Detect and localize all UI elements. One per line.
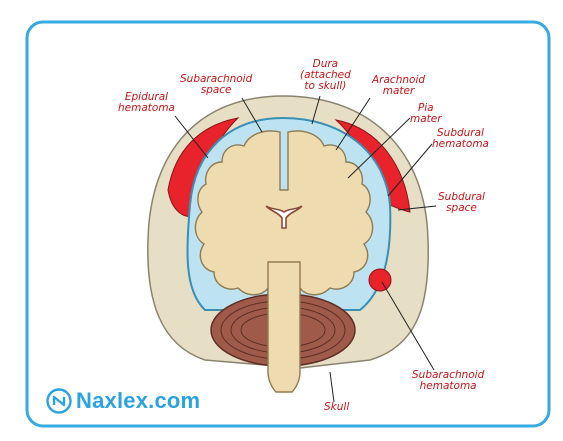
label-line: Arachnoid — [372, 74, 426, 86]
label-epidural-hematoma: Epidural hematoma — [118, 92, 175, 114]
label-line: space — [446, 202, 477, 214]
label-line: hematoma — [118, 102, 175, 114]
label-subarachnoid-hematoma: Subarachnoid hematoma — [412, 370, 484, 392]
naxlex-logo-icon — [46, 388, 72, 414]
label-subdural-space: Subdural space — [438, 192, 485, 214]
label-subdural-hematoma: Subdural hematoma — [432, 128, 489, 150]
label-line: Subdural — [438, 191, 485, 203]
outer-frame — [25, 20, 551, 428]
label-line: Subarachnoid — [412, 369, 485, 381]
label-line: mater — [382, 85, 415, 97]
label-line: hematoma — [432, 138, 489, 150]
label-line: Dura — [312, 58, 339, 70]
brainstem-shape — [267, 261, 301, 393]
label-line: to skull) — [304, 80, 347, 92]
ventricles-shape — [265, 205, 303, 229]
label-pia-mater: Pia mater — [410, 103, 442, 125]
label-line: Pia — [417, 102, 434, 114]
label-dura: Dura (attached to skull) — [300, 59, 351, 92]
brand-suffix: .com — [148, 388, 201, 413]
label-arachnoid-mater: Arachnoid mater — [372, 75, 425, 97]
leader-lines — [174, 95, 437, 403]
label-skull: Skull — [324, 402, 349, 413]
label-line: Skull — [324, 401, 350, 413]
label-line: Subarachnoid — [180, 73, 253, 85]
brand-name: Naxlex — [76, 388, 149, 413]
label-subarachnoid-space: Subarachnoid space — [180, 74, 252, 96]
label-line: mater — [410, 113, 442, 125]
subarachnoid-hematoma-shape — [368, 268, 392, 292]
label-line: (attached — [300, 69, 351, 81]
naxlex-logo[interactable]: Naxlex .com — [46, 388, 200, 414]
label-line: Epidural — [124, 91, 169, 103]
label-line: hematoma — [419, 380, 477, 392]
label-line: Subdural — [437, 127, 484, 139]
label-line: space — [200, 84, 232, 96]
